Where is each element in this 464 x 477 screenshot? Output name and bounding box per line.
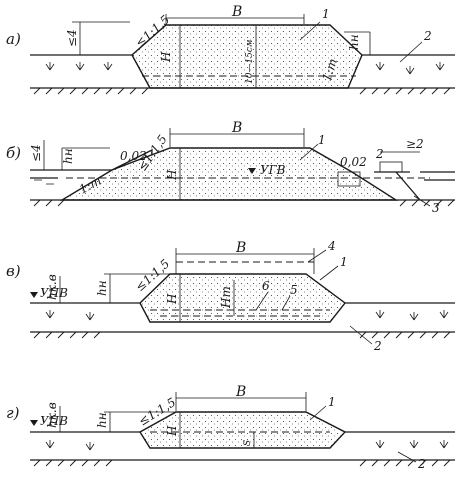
dim-hn: hн [61,148,75,164]
panel-g-label: г) [6,404,20,422]
drain-box [337,171,361,187]
callout-1: 1 [318,133,326,147]
callout-2: 2 [375,147,384,161]
slope-right-label: 1:m [320,57,340,83]
dim-H: H [165,425,179,437]
grass-marks-a [45,62,445,75]
dim-S: S [243,440,253,446]
callout-2: 2 [373,339,382,353]
height-left-label: ≤4 [65,29,79,47]
panel-g: г) УПВ H S B ≤1:1,5 hк.в hн 1 2 [6,384,455,471]
dim-H: H [165,293,179,305]
callout-3: 3 [432,201,440,215]
panel-a: а) H 10—15см B ≤1:1,5 1:m ≤4 hн 1 2 [6,4,455,95]
upv-label: УПВ [40,286,68,300]
ditch-width-label: ≥2 [406,137,424,151]
dim-hn: hн [95,280,109,296]
height-left-label: ≤4 [29,144,43,162]
callout-6: 6 [262,279,270,293]
panel-a-label: а) [6,30,21,48]
upv-marker-icon [30,420,38,426]
callout-2: 2 [417,457,426,471]
panel-b-label: б) [6,144,21,162]
dim-hk: hк.в [45,274,59,300]
dim-B: B [235,240,246,256]
dim-H: H [165,169,179,181]
upv-marker-icon [30,292,38,298]
callout-1: 1 [340,255,348,269]
dim-hn: hн [347,34,361,50]
layer-thickness-label: 10—15см [245,40,255,84]
panel-v-label: в) [6,262,21,280]
dim-B: B [231,4,242,20]
dim-B: B [235,384,246,400]
dim-B: B [231,120,242,136]
grade-left-label: 0,02 [120,149,147,163]
callout-4: 4 [327,239,336,253]
grade-right-label: 0,02 [340,155,367,169]
ugv-marker-icon [248,168,256,174]
ground-hatch-a [33,87,451,95]
ditch-block [379,161,403,173]
panel-b: б) H B ≤1:1,5 0,02 1:m ≤4 hн УГВ [6,120,455,215]
ugv-label: УГВ [260,163,286,177]
callout-5: 5 [290,283,298,297]
dim-Hm: Hm [219,286,233,309]
callout-1: 1 [322,7,330,21]
callout-2: 2 [423,29,432,43]
dim-H: H [159,51,173,63]
panel-v: в) УПВ H Hm B ≤1:1,5 hк.в hн 4 [6,239,455,353]
callout-1: 1 [328,395,336,409]
dim-hn: hн [95,412,109,428]
upv-label: УПВ [40,414,68,428]
dim-hk: hк.в [45,402,59,428]
